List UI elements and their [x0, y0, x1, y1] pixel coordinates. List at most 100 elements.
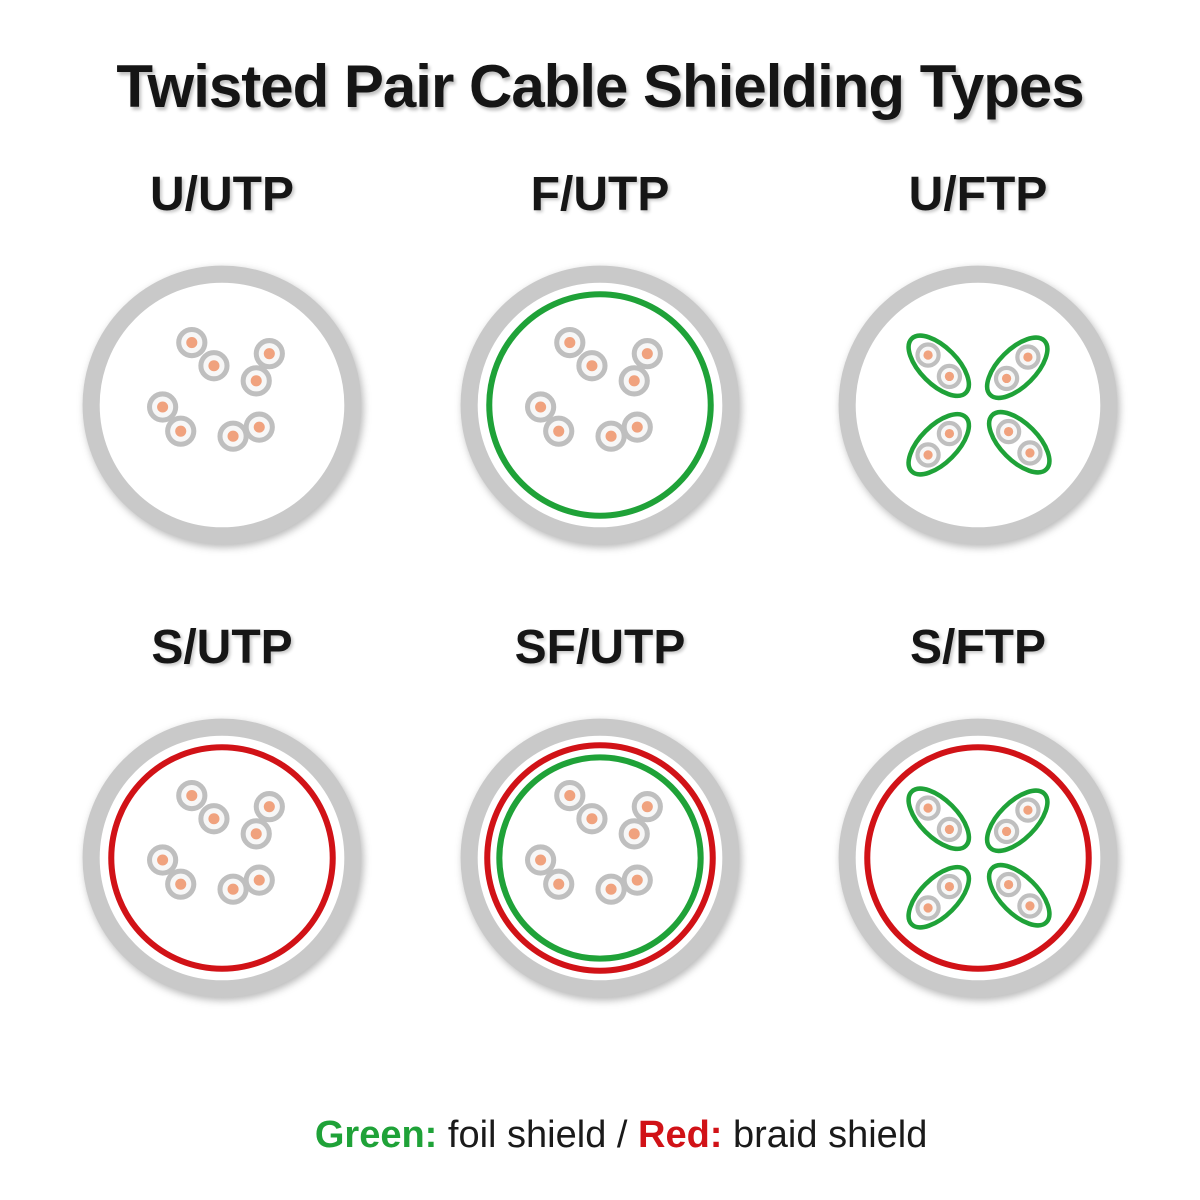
cable-cross-section	[82, 718, 362, 998]
conductor	[157, 854, 169, 866]
diagram-label: S/FTP	[909, 621, 1046, 674]
wire-pair	[525, 844, 575, 900]
conductor	[1023, 352, 1033, 362]
foil-shield-circle	[496, 754, 704, 962]
conductor	[1003, 879, 1014, 890]
conductor	[605, 430, 617, 442]
conductor	[253, 874, 265, 886]
conductor	[923, 350, 933, 360]
wire-pair	[595, 411, 653, 452]
diagram-grid: U/UTP F/UTP U/FTP S/UTP SF/UTP S/FTP	[33, 167, 1167, 1009]
conductor	[250, 375, 262, 387]
wire-pair	[906, 333, 972, 399]
conductor	[535, 401, 547, 413]
wire-pair	[217, 864, 275, 905]
conductor	[175, 425, 187, 437]
conductor	[923, 903, 933, 913]
conductor	[944, 824, 955, 835]
page-title: Twisted Pair Cable Shielding Types	[116, 53, 1084, 120]
conductor	[605, 883, 617, 895]
wire-pair	[554, 779, 608, 835]
wire-pair	[984, 335, 1050, 401]
diagram-label: U/UTP	[150, 168, 294, 221]
conductor	[631, 874, 643, 886]
wire-pair	[906, 864, 972, 930]
cable-jacket	[82, 718, 362, 998]
legend-red-label: Red:	[638, 1114, 723, 1156]
conductor	[641, 348, 653, 360]
conductor	[250, 828, 262, 840]
legend-green-label: Green:	[314, 1114, 438, 1156]
conductor	[564, 337, 576, 349]
cable-diagram-u-utp: U/UTP	[71, 167, 373, 556]
wire-pair	[176, 779, 230, 835]
braid-shield-circle	[864, 744, 1092, 972]
braid-shield-circle	[108, 744, 336, 972]
cable-cross-section	[460, 718, 740, 998]
cable-cross-section	[82, 265, 362, 545]
conductor	[944, 881, 955, 892]
conductor	[1003, 426, 1014, 437]
conductor	[553, 878, 565, 890]
conductor	[944, 428, 955, 439]
cable-jacket	[838, 265, 1118, 545]
conductor	[208, 360, 220, 372]
conductor	[944, 371, 955, 382]
cable-jacket	[838, 718, 1118, 998]
wire-pair	[525, 391, 575, 447]
cable-diagram-u-ftp: U/FTP	[827, 167, 1129, 556]
cable-cross-section	[838, 265, 1118, 545]
wire-pair	[217, 411, 275, 452]
cable-diagram-s-ftp: S/FTP	[827, 620, 1129, 1009]
conductor	[263, 801, 275, 813]
cable-diagram-s-utp: S/UTP	[71, 620, 373, 1009]
conductor	[208, 813, 220, 825]
wire-pair	[984, 788, 1050, 854]
cable-jacket	[460, 265, 740, 545]
legend: Green: foil shield / Red: braid shield	[273, 1071, 928, 1200]
conductor	[628, 375, 640, 387]
wire-pair	[986, 409, 1052, 475]
conductor	[227, 430, 239, 442]
conductor	[186, 337, 198, 349]
conductor	[227, 883, 239, 895]
wire-pair	[618, 338, 663, 397]
conductor	[1025, 901, 1035, 911]
conductor	[253, 421, 265, 433]
legend-green-text: foil shield /	[437, 1114, 638, 1156]
wire-pair	[595, 864, 653, 905]
conductor	[1001, 373, 1012, 384]
wire-pair	[176, 326, 230, 382]
braid-shield-circle	[484, 742, 716, 974]
cable-cross-section	[838, 718, 1118, 998]
cable-jacket	[460, 718, 740, 998]
wire-pair	[986, 862, 1052, 928]
wire-pair	[147, 391, 197, 447]
cable-cross-section	[460, 265, 740, 545]
conductor	[628, 828, 640, 840]
cable-diagram-f-utp: F/UTP	[449, 167, 751, 556]
conductor	[1023, 805, 1033, 815]
legend-red-text: braid shield	[722, 1114, 928, 1156]
conductor	[553, 425, 565, 437]
foil-shield-circle	[486, 291, 714, 519]
wire-pair	[618, 791, 663, 850]
conductor	[175, 878, 187, 890]
conductor	[1025, 448, 1035, 458]
wire-pair	[240, 338, 285, 397]
conductor	[923, 450, 933, 460]
conductor	[631, 421, 643, 433]
wire-pair	[240, 791, 285, 850]
wire-pair	[147, 844, 197, 900]
conductor	[157, 401, 169, 413]
conductor	[586, 360, 598, 372]
diagram-label: F/UTP	[530, 168, 670, 221]
conductor	[586, 813, 598, 825]
wire-pair	[906, 786, 972, 852]
conductor	[641, 801, 653, 813]
conductor	[263, 348, 275, 360]
diagram-label: U/FTP	[908, 168, 1048, 221]
cable-jacket	[82, 265, 362, 545]
cable-diagram-sf-utp: SF/UTP	[449, 620, 751, 1009]
